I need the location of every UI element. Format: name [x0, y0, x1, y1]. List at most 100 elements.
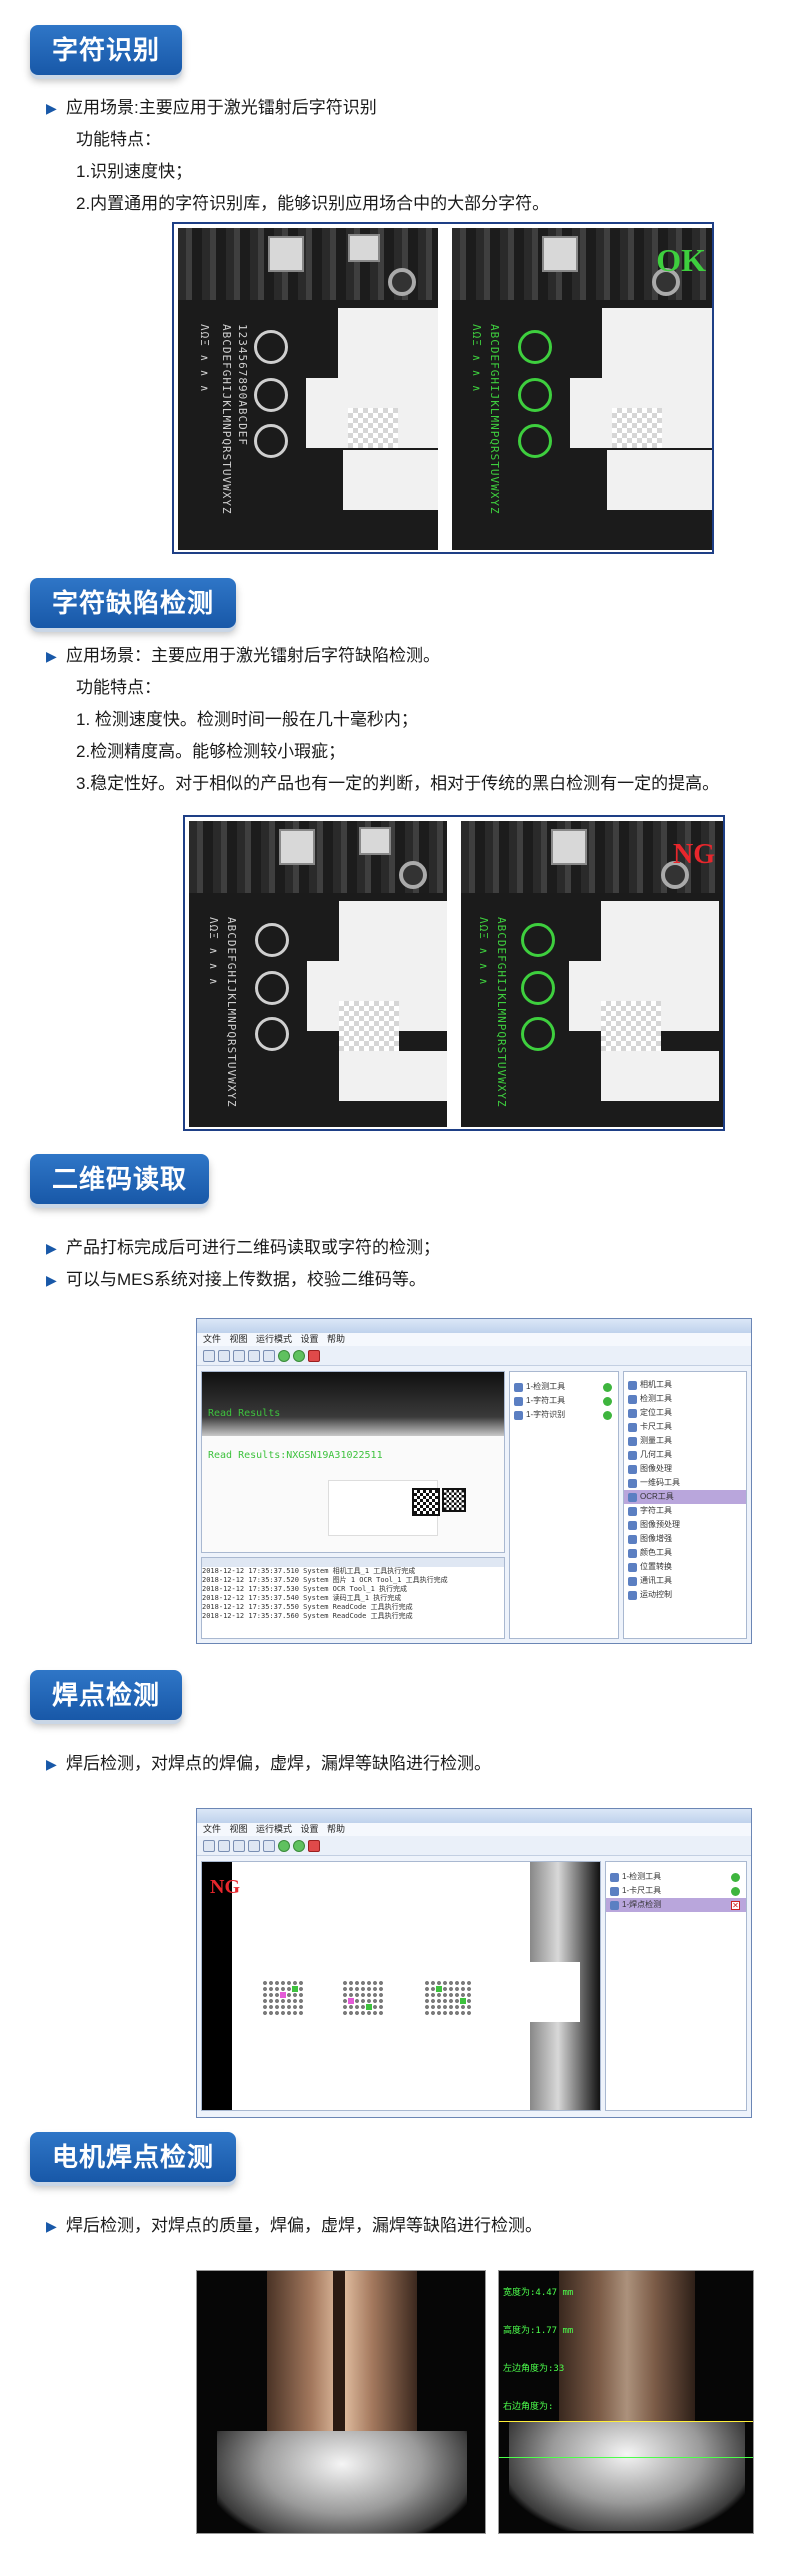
- new-icon[interactable]: [203, 1839, 215, 1852]
- toolbox-item[interactable]: 定位工具: [624, 1406, 746, 1420]
- toolbar: [197, 1836, 751, 1856]
- qr-code-image: [442, 1488, 466, 1512]
- section-title-solder-inspection: 焊点检测: [30, 1670, 183, 1720]
- section-title-char-defect: 字符缺陷检测: [30, 578, 237, 628]
- toolbox-item[interactable]: 图像处理: [624, 1462, 746, 1476]
- menu-bar[interactable]: 文件 视图 运行模式 设置 帮助: [197, 1823, 751, 1836]
- camera-icon[interactable]: [248, 1349, 260, 1362]
- toolbox-item[interactable]: 一维码工具: [624, 1476, 746, 1490]
- settings-icon[interactable]: [263, 1839, 275, 1852]
- toolbox-item[interactable]: 字符工具: [624, 1504, 746, 1518]
- char-recognition-images: ΛΩΞ ∧ ∧ ∧ ABCDEFGHIJKLMNPQRSTUVWXYZ 1234…: [172, 222, 714, 554]
- scenario-text: 应用场景：主要应用于激光镭射后字符缺陷检测。: [66, 646, 440, 665]
- reference-image: ΛΩΞ ∧ ∧ ∧ ABCDEFGHIJKLMNPQRSTUVWXYZ: [189, 821, 447, 1127]
- ok-icon: [731, 1872, 740, 1882]
- section-title-qr-reading: 二维码读取: [30, 1154, 210, 1204]
- save-icon[interactable]: [233, 1839, 245, 1852]
- run-icon[interactable]: [278, 1839, 290, 1852]
- defect-image: ΛΩΞ ∧ ∧ ∧ ABCDEFGHIJKLMNPQRSTUVWXYZ NG: [461, 821, 723, 1127]
- ok-icon: [603, 1410, 612, 1420]
- image-view[interactable]: Read Results Read Results:NXGSN19A310225…: [201, 1371, 505, 1553]
- run-loop-icon[interactable]: [293, 1839, 305, 1852]
- read-result-text: Read Results:NXGSN19A31022511: [208, 1450, 383, 1461]
- menu-bar[interactable]: 文件 视图 运行模式 设置 帮助: [197, 1333, 751, 1346]
- run-loop-icon[interactable]: [293, 1349, 305, 1362]
- toolbox-item[interactable]: 卡尺工具: [624, 1420, 746, 1434]
- ng-icon: ✕: [731, 1900, 740, 1910]
- toolbox-item[interactable]: 检测工具: [624, 1392, 746, 1406]
- flow-panel: 1-检测工具 1-卡尺工具 1-焊点检测✕: [605, 1861, 747, 2111]
- log-row: 2018-12-12 17:35:37.560 System ReadCode …: [202, 1612, 413, 1620]
- camera-icon[interactable]: [248, 1839, 260, 1852]
- bullet-arrow-icon: ▶: [46, 2218, 57, 2234]
- image-view[interactable]: NG: [201, 1861, 601, 2111]
- tool-icon: [514, 1382, 523, 1392]
- tool-icon: [514, 1410, 523, 1420]
- tool-icon: [610, 1886, 619, 1896]
- original-image: ΛΩΞ ∧ ∧ ∧ ABCDEFGHIJKLMNPQRSTUVWXYZ 1234…: [178, 228, 438, 550]
- toolbox-item[interactable]: 颜色工具: [624, 1546, 746, 1560]
- motor-measured-image: 宽度为:4.47 mm 高度为:1.77 mm 左边角度为:33 右边角度为:: [498, 2270, 754, 2534]
- feature-item: 3.稳定性好。对于相似的产品也有一定的判断，相对于传统的黑白检测有一定的提高。: [76, 774, 720, 793]
- stop-icon[interactable]: [308, 1349, 320, 1362]
- ng-badge: NG: [210, 1876, 240, 1898]
- bullet-text: 焊后检测，对焊点的焊偏，虚焊，漏焊等缺陷进行检测。: [66, 1754, 491, 1773]
- toolbox-item[interactable]: 几何工具: [624, 1448, 746, 1462]
- toolbox-item[interactable]: 图像预处理: [624, 1518, 746, 1532]
- run-icon[interactable]: [278, 1349, 290, 1362]
- flow-item-selected[interactable]: 1-焊点检测✕: [606, 1898, 746, 1912]
- toolbox-item[interactable]: 运动控制: [624, 1588, 746, 1602]
- section-title-motor-solder: 电机焊点检测: [30, 2132, 237, 2182]
- scenario-text: 应用场景:主要应用于激光镭射后字符识别: [66, 98, 377, 117]
- qr-code-image: [412, 1488, 440, 1516]
- log-row: 2018-12-12 17:35:37.540 System 读码工具_1 执行…: [202, 1594, 402, 1602]
- tool-icon: [610, 1872, 619, 1882]
- qr-software-window: 文件 视图 运行模式 设置 帮助 Read Results Read Resul…: [196, 1318, 752, 1644]
- open-icon[interactable]: [218, 1349, 230, 1362]
- ok-icon: [603, 1382, 612, 1392]
- toolbar: [197, 1346, 751, 1366]
- solder-pad-group: [342, 1980, 384, 2016]
- bullet-arrow-icon: ▶: [46, 1756, 57, 1772]
- save-icon[interactable]: [233, 1349, 245, 1362]
- stop-icon[interactable]: [308, 1839, 320, 1852]
- flow-panel: 1-检测工具 1-字符工具 1-字符识别: [509, 1371, 619, 1639]
- log-row: 2018-12-12 17:35:37.530 System OCR Tool_…: [202, 1585, 408, 1593]
- left-angle-measurement: 左边角度为:33: [503, 2364, 565, 2374]
- new-icon[interactable]: [203, 1349, 215, 1362]
- bullet-text: 焊后检测，对焊点的质量，焊偏，虚焊，漏焊等缺陷进行检测。: [66, 2216, 542, 2235]
- bullet-arrow-icon: ▶: [46, 1240, 57, 1256]
- tool-icon: [514, 1396, 523, 1406]
- flow-item[interactable]: 1-字符工具: [510, 1394, 618, 1408]
- feature-item: 1. 检测速度快。检测时间一般在几十毫秒内；: [76, 710, 418, 729]
- height-measurement: 高度为:1.77 mm: [503, 2326, 574, 2336]
- open-icon[interactable]: [218, 1839, 230, 1852]
- ok-badge: OK: [656, 242, 706, 278]
- features-heading: 功能特点：: [76, 130, 161, 149]
- features-heading: 功能特点：: [76, 678, 161, 697]
- char-defect-description: ▶应用场景：主要应用于激光镭射后字符缺陷检测。 功能特点： 1. 检测速度快。检…: [46, 640, 780, 800]
- flow-item[interactable]: 1-检测工具: [606, 1870, 746, 1884]
- flow-item[interactable]: 1-字符识别: [510, 1408, 618, 1422]
- toolbox-panel: 相机工具 检测工具 定位工具 卡尺工具 测量工具 几何工具 图像处理 一维码工具…: [623, 1371, 747, 1639]
- toolbox-item[interactable]: 相机工具: [624, 1378, 746, 1392]
- feature-item: 2.内置通用的字符识别库，能够识别应用场合中的大部分字符。: [76, 194, 550, 213]
- window-titlebar: [197, 1809, 751, 1823]
- toolbox-item[interactable]: 位置转换: [624, 1560, 746, 1574]
- flow-item[interactable]: 1-卡尺工具: [606, 1884, 746, 1898]
- toolbox-item[interactable]: 测量工具: [624, 1434, 746, 1448]
- bullet-text: 产品打标完成后可进行二维码读取或字符的检测；: [66, 1238, 440, 1257]
- bullet-text: 可以与MES系统对接上传数据，校验二维码等。: [66, 1270, 426, 1289]
- recognized-image: ΛΩΞ ∧ ∧ ∧ ABCDEFGHIJKLMNPQRSTUVWXYZ OK: [452, 228, 712, 550]
- settings-icon[interactable]: [263, 1349, 275, 1362]
- feature-item: 1.识别速度快；: [76, 162, 193, 181]
- bullet-arrow-icon: ▶: [46, 1272, 57, 1288]
- log-row: 2018-12-12 17:35:37.550 System ReadCode …: [202, 1603, 413, 1611]
- toolbox-item-selected[interactable]: OCR工具: [624, 1490, 746, 1504]
- flow-item[interactable]: 1-检测工具: [510, 1380, 618, 1394]
- solder-pad-group: [262, 1980, 304, 2016]
- right-angle-measurement: 右边角度为:: [503, 2402, 554, 2412]
- solder-inspection-description: ▶ 焊后检测，对焊点的焊偏，虚焊，漏焊等缺陷进行检测。: [46, 1748, 780, 1780]
- toolbox-item[interactable]: 图像增强: [624, 1532, 746, 1546]
- toolbox-item[interactable]: 通讯工具: [624, 1574, 746, 1588]
